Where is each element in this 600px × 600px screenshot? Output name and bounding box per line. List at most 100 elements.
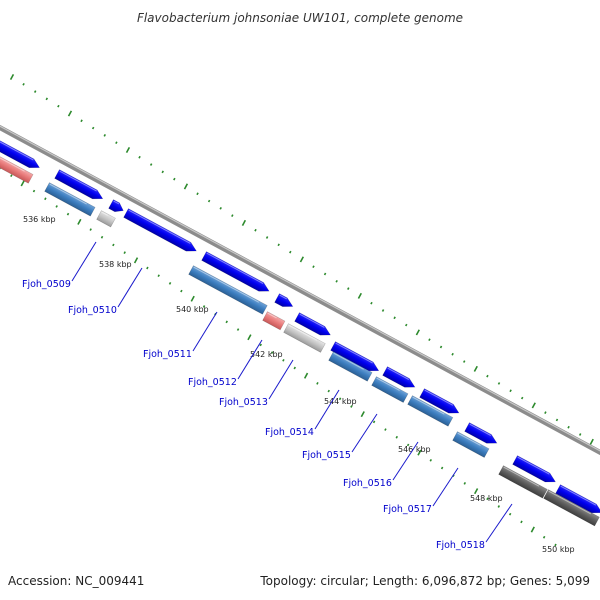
gene-features xyxy=(0,137,600,527)
tick-mark xyxy=(360,411,365,418)
gene-arrow-forward[interactable] xyxy=(201,251,272,296)
gene-rna[interactable] xyxy=(0,153,34,184)
gene-label-link[interactable]: Fjoh_0512 xyxy=(188,377,237,388)
gene-arrow-forward[interactable] xyxy=(512,455,558,487)
gene-arrow-forward[interactable] xyxy=(382,366,418,392)
tick-mark xyxy=(202,305,206,308)
gene-arrow-reverse[interactable] xyxy=(371,376,409,403)
tick-mark xyxy=(10,174,13,178)
gene-label-link[interactable]: Fjoh_0516 xyxy=(343,478,392,489)
tick-mark xyxy=(289,250,292,254)
tick-mark xyxy=(77,218,82,225)
gene-arrow-forward[interactable] xyxy=(419,388,462,418)
tick-mark xyxy=(473,365,478,372)
tick-mark xyxy=(405,323,408,327)
tick-mark xyxy=(115,141,118,145)
gene-dark[interactable] xyxy=(543,489,600,527)
tick-mark xyxy=(161,170,164,174)
gene-arrow-forward[interactable] xyxy=(123,208,199,256)
tick-mark xyxy=(451,352,454,356)
tick-mark xyxy=(103,134,106,137)
tick-mark xyxy=(207,199,211,203)
tick-mark xyxy=(497,382,501,385)
tick-mark xyxy=(168,282,172,285)
tick-mark xyxy=(196,192,199,196)
tick-mark xyxy=(381,309,385,312)
gene-arrow-forward[interactable] xyxy=(330,341,382,376)
tick-mark xyxy=(91,126,95,130)
tick-mark xyxy=(236,328,240,331)
kbp-label: 538 kbp xyxy=(99,260,132,269)
tick-mark xyxy=(123,251,126,254)
gene-arrow-reverse[interactable] xyxy=(407,395,454,427)
gene-label-link[interactable]: Fjoh_0513 xyxy=(219,397,268,408)
tick-mark xyxy=(45,97,49,101)
tick-mark xyxy=(66,212,70,216)
gene-arrow-forward[interactable] xyxy=(555,484,600,518)
tick-mark xyxy=(80,119,83,123)
gene-label-link[interactable]: Fjoh_0515 xyxy=(302,450,351,461)
tick-mark xyxy=(555,418,559,422)
tick-mark xyxy=(542,535,546,539)
tick-mark xyxy=(417,449,422,456)
tick-mark xyxy=(138,155,141,159)
tick-mark xyxy=(544,411,547,414)
tick-mark xyxy=(146,266,149,270)
tick-mark xyxy=(393,316,396,320)
tick-mark xyxy=(486,374,489,378)
tick-mark xyxy=(589,438,594,445)
tick-mark xyxy=(299,256,305,263)
tick-mark xyxy=(180,289,183,293)
gene-arrow-forward[interactable] xyxy=(294,312,333,340)
tick-mark xyxy=(428,338,431,342)
gene-rna[interactable] xyxy=(262,311,286,331)
gene-arrow-forward[interactable] xyxy=(274,293,296,311)
gene-arrow-forward[interactable] xyxy=(464,422,500,448)
callout-line xyxy=(485,503,513,543)
gene-arrow-forward[interactable] xyxy=(54,169,106,204)
map-title: Flavobacterium johnsoniae UW101, complet… xyxy=(137,11,463,25)
tick-mark xyxy=(89,228,92,231)
tick-mark xyxy=(520,396,524,400)
gene-label-link[interactable]: Fjoh_0510 xyxy=(68,305,117,316)
tick-mark xyxy=(474,488,479,495)
tick-mark xyxy=(190,295,195,302)
gene-label-link[interactable]: Fjoh_0518 xyxy=(436,540,485,551)
tick-mark xyxy=(335,279,338,283)
tick-mark xyxy=(554,543,557,547)
tick-mark xyxy=(22,82,25,86)
gene-label-link[interactable]: Fjoh_0509 xyxy=(22,279,71,290)
gene-arrow-forward[interactable] xyxy=(0,137,42,172)
gene-label-link[interactable]: Fjoh_0511 xyxy=(143,349,192,360)
tick-mark xyxy=(508,512,512,516)
callout-line xyxy=(192,311,218,352)
gene-pseudo[interactable] xyxy=(96,210,116,228)
tick-mark xyxy=(149,163,153,166)
kbp-label: 542 kbp xyxy=(250,350,283,359)
gene-arrow-reverse[interactable] xyxy=(44,182,96,217)
gene-arrow-reverse[interactable] xyxy=(188,265,268,315)
callout-line xyxy=(432,467,459,507)
tick-mark xyxy=(463,482,467,485)
gene-pseudo[interactable] xyxy=(283,323,326,353)
tick-mark xyxy=(372,420,376,424)
gene-label-link[interactable]: Fjoh_0514 xyxy=(265,427,314,438)
tick-mark xyxy=(241,219,247,226)
genome-summary: Topology: circular; Length: 6,096,872 bp… xyxy=(259,574,590,588)
gene-arrow-reverse[interactable] xyxy=(328,351,373,382)
tick-mark xyxy=(415,329,420,336)
tick-mark xyxy=(183,183,189,190)
gene-label-link[interactable]: Fjoh_0517 xyxy=(383,504,432,515)
kbp-label: 544 kbp xyxy=(324,397,357,406)
tick-mark xyxy=(439,345,443,349)
gene-arrow-reverse[interactable] xyxy=(452,431,490,458)
tick-mark xyxy=(67,110,73,117)
callout-line xyxy=(71,241,97,282)
tick-mark xyxy=(509,389,512,393)
tick-mark xyxy=(44,197,47,201)
tick-mark xyxy=(406,443,410,447)
gene-arrow-forward[interactable] xyxy=(108,199,126,215)
gene-dark[interactable] xyxy=(498,465,548,499)
callout-line xyxy=(351,413,378,453)
